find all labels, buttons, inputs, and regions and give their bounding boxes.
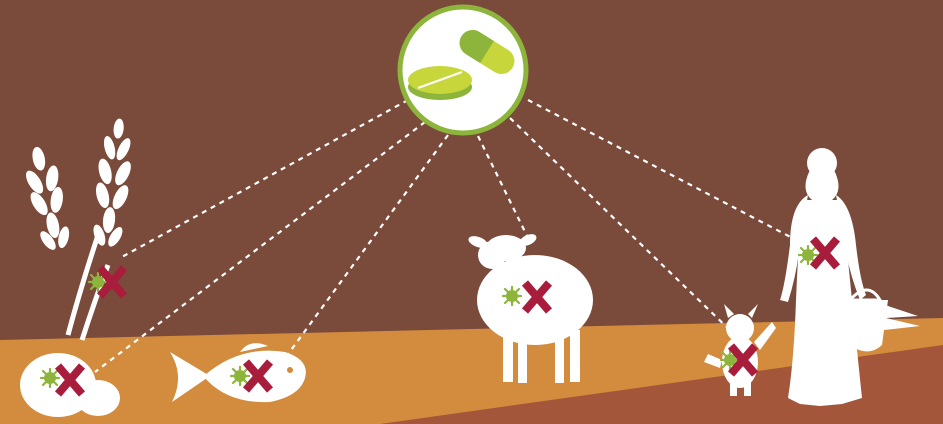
microbe-icon [503,287,521,305]
microbe-icon [41,369,59,387]
antibiotic-pills-icon [400,7,526,133]
microbe-icon [231,367,249,385]
